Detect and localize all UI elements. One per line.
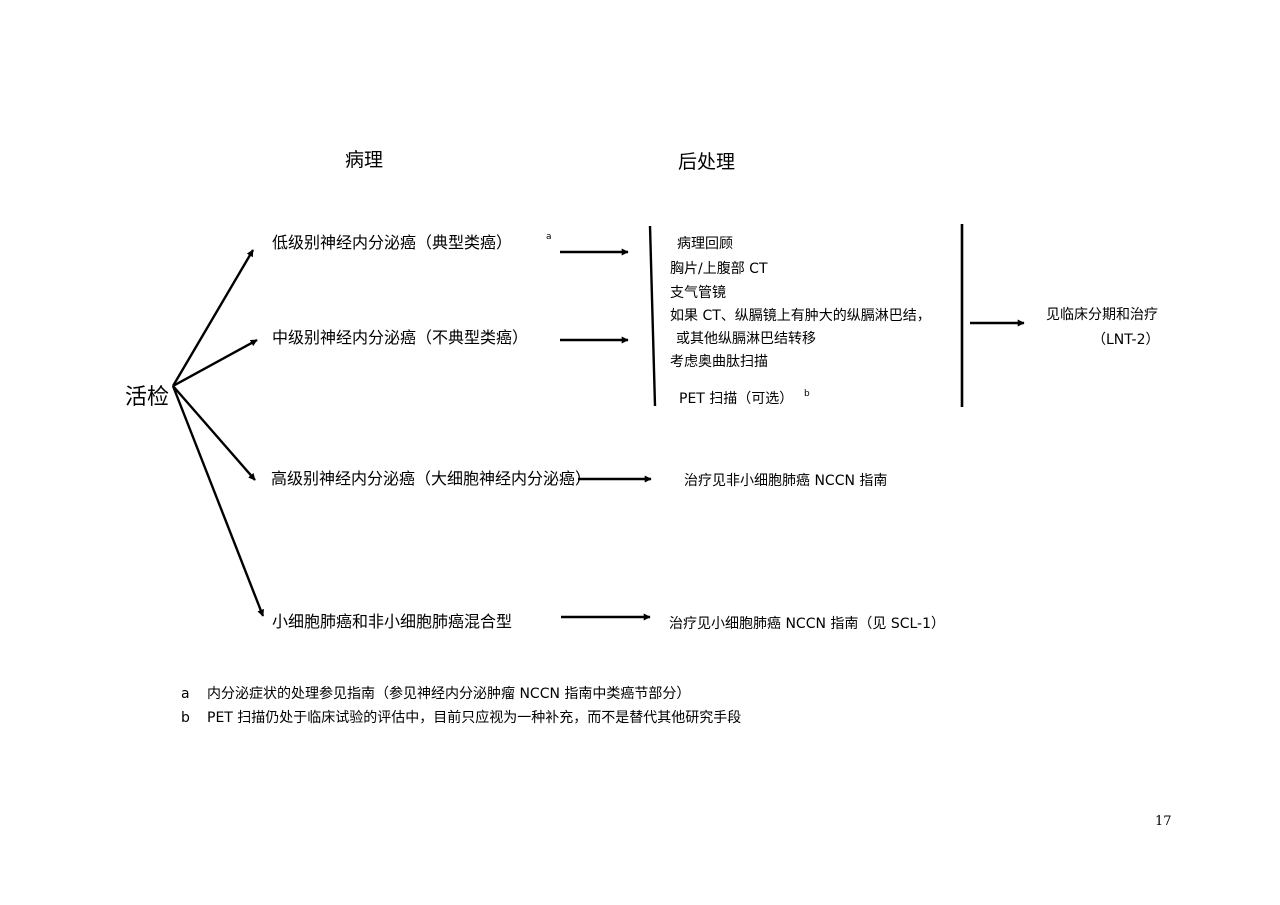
pathology-low-grade: 低级别神经内分泌癌（典型类癌）: [272, 233, 513, 252]
workup-item: 支气管镜: [670, 285, 726, 301]
staging-treatment-label: 见临床分期和治疗: [1046, 307, 1158, 323]
workup-item: 或其他纵膈淋巴结转移: [676, 331, 816, 347]
footnote-mark-a: a: [181, 686, 190, 702]
arrow-to-intermediate-grade: [172, 338, 258, 388]
arrow-to-low-grade: [171, 249, 255, 387]
staging-treatment-ref: （LNT-2）: [1092, 332, 1160, 348]
treatment-mixed: 治疗见小细胞肺癌 NCCN 指南（见 SCL-1）: [669, 616, 946, 632]
footnote-mark-b: b: [181, 710, 190, 726]
footnote-ref-a: a: [546, 232, 552, 242]
workup-item: 胸片/上腹部 CT: [670, 261, 768, 277]
pathology-mixed: 小细胞肺癌和非小细胞肺癌混合型: [272, 612, 513, 631]
arrow-to-high-grade: [172, 385, 256, 481]
workup-item: 考虑奥曲肽扫描: [670, 354, 768, 370]
treatment-high-grade: 治疗见非小细胞肺癌 NCCN 指南: [684, 473, 888, 489]
arrow-to-mixed: [171, 385, 265, 617]
footnote-ref-b: b: [804, 389, 810, 399]
pathology-intermediate-grade: 中级别神经内分泌癌（不典型类癌）: [272, 328, 529, 347]
workup-left-bracket: [648, 225, 657, 407]
footnote-text-b: PET 扫描仍处于临床试验的评估中，目前只应视为一种补充，而不是替代其他研究手段: [207, 710, 742, 726]
workup-item: 病理回顾: [677, 236, 733, 252]
pathology-header: 病理: [345, 149, 384, 171]
workup-item: 如果 CT、纵膈镜上有肿大的纵膈淋巴结，: [670, 308, 931, 324]
pathology-high-grade: 高级别神经内分泌癌（大细胞神经内分泌癌）: [271, 469, 592, 488]
post-processing-header: 后处理: [678, 151, 736, 173]
biopsy-node: 活检: [125, 385, 170, 410]
footnote-text-a: 内分泌症状的处理参见指南（参见神经内分泌肿瘤 NCCN 指南中类癌节部分）: [207, 686, 691, 702]
workup-item: PET 扫描（可选）: [679, 391, 794, 407]
page-number: 17: [1155, 814, 1172, 829]
